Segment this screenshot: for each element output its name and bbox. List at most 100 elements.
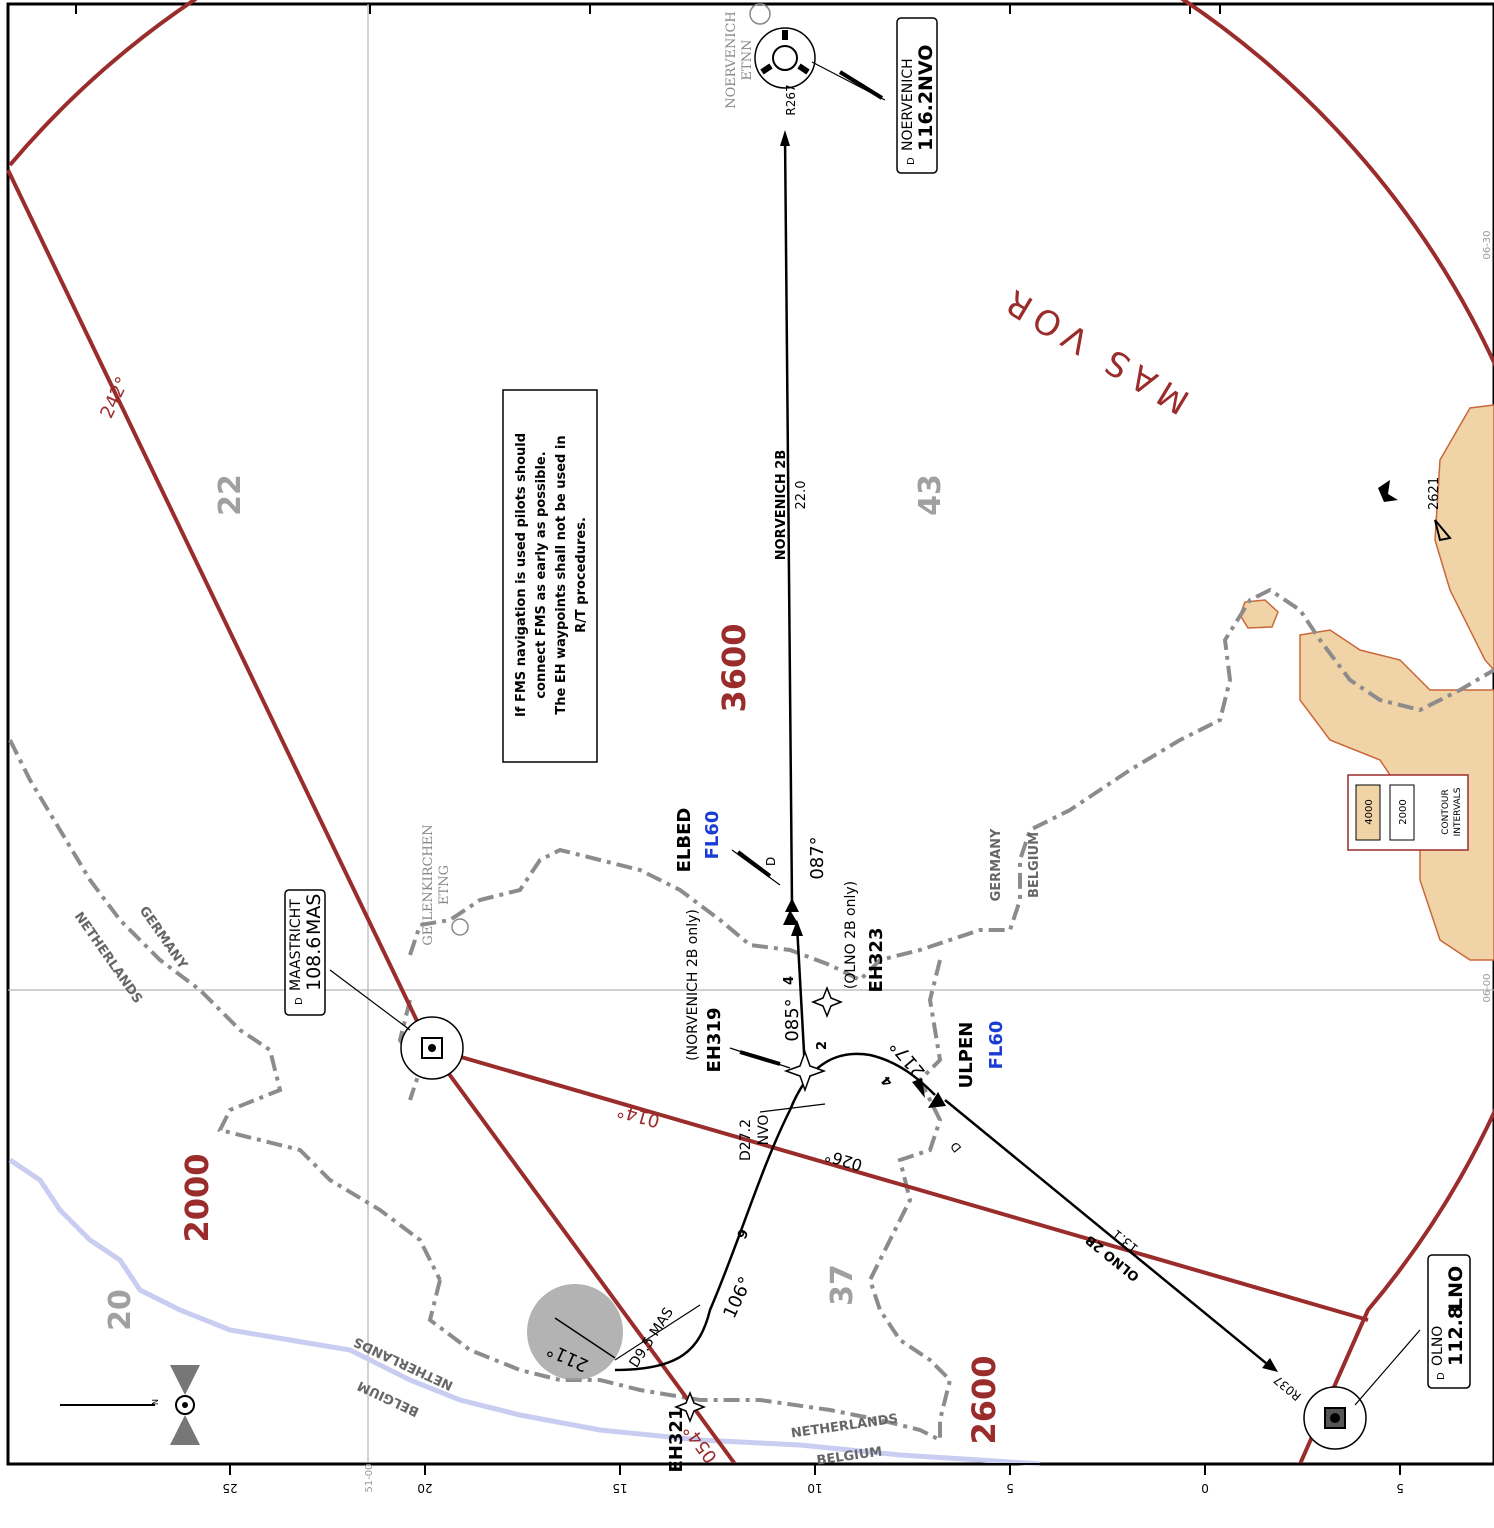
contour-legend [1347,774,1469,851]
geilenkirchen-airfield-icon [451,918,469,936]
min-alt-3600: 3600 [715,623,753,712]
mas-navaid-text: D MAASTRICHT 108.6 MAS [288,894,325,1005]
mas-vor-circle [8,0,1494,1465]
note-line-3: The EH waypoints shall not be used in [554,435,569,714]
nvo-freq: 116.2 [915,91,937,151]
leader-lines [329,61,1421,1406]
track-087: 087° [807,836,828,879]
fix-triangles [785,898,945,1106]
lno-freq: 112.8 [1445,1306,1467,1366]
dme-nvo: NVO [756,1115,772,1146]
noervenich-airfield-icon [749,3,771,25]
dme-d-elbed: D [764,857,778,866]
mas-vor-symbol [400,1016,464,1080]
grid-0630: 06-30 [1482,230,1493,259]
track-217: 217° [886,1035,930,1082]
nvo-navaid-text: D NOERVENICH 116.2 NVO [900,45,937,165]
route-norvenich-distance: 22.0 [794,481,809,510]
mora-22: 22 [213,474,248,516]
spot-elevation-icon [1378,480,1452,542]
nvo-vor-symbol [754,27,816,89]
mas-name: MAASTRICHT [288,899,304,991]
track-085: 085° [782,998,803,1041]
noervenich-name: NOERVENICH [724,11,739,109]
mora-37: 37 [825,1264,860,1306]
geilenkirchen-icao: ETNG [437,865,452,905]
country-borders [8,587,1494,1442]
contour-caption-2: INTERVALS [1453,787,1463,836]
scale-5: 5 [1006,1481,1014,1495]
dme-d-ulpen: D [948,1139,965,1155]
lno-navaid-box [1427,1254,1471,1389]
country-germany-east: GERMANY [989,828,1004,901]
geilenkirchen-name: GEILENKIRCHEN [421,824,436,945]
min-alt-2600: 2600 [965,1355,1003,1444]
waypoint-eh319: EH319 [704,1008,725,1073]
route-norvenich-name: NORVENICH 2B [774,450,789,561]
scale-20: 20 [417,1481,432,1495]
leg-dist-2: 2 [815,1041,830,1050]
track-106: 106° [719,1274,756,1322]
fms-note: If FMS navigation is used pilots should … [514,433,589,717]
noervenich-icao: ETNN [740,40,755,81]
contour-4000: 4000 [1364,799,1375,824]
mas-ident: MAS [303,894,325,935]
chart-frame [6,2,1494,1466]
fms-note-box [502,389,598,763]
radial-014: 014° [615,1099,662,1131]
north-arrow-icon [60,1365,200,1445]
grid-0600: 06-00 [1482,973,1493,1002]
nvo-ident: NVO [915,45,937,91]
min-alt-2000: 2000 [178,1153,216,1242]
spot-elevation: 2621 [1427,477,1442,510]
radial-r267: R267 [784,84,798,115]
dme-fix-bars [614,1103,826,1361]
vor-radials [6,169,1369,1466]
grid-5100: 51-00 [364,1463,375,1492]
scale-15: 15 [612,1481,627,1495]
eh319-note: (NORVENICH 2B only) [685,909,701,1061]
mora-20: 20 [103,1289,138,1331]
waypoint-stars [673,985,844,1424]
river [8,1157,1041,1467]
eh323-note: (OLNO 2B only) [843,881,859,989]
radial-242: 242° [96,374,133,422]
lno-vor-symbol [1303,1386,1367,1450]
waypoint-eh323: EH323 [866,928,887,993]
note-line-4: R/T procedures. [574,517,589,633]
nvo-d-label: D [906,157,917,165]
scale-5b: 5 [1396,1481,1404,1495]
leg-dist-4a: 4 [782,976,797,985]
waypoint-elbed: ELBED [674,808,695,873]
noervenich-airfield-label: NOERVENICH ETNN [724,11,755,109]
leader-wedges [736,70,884,1066]
radial-r037: R037 [1271,1373,1304,1404]
country-netherlands-bottom: NETHERLANDS [790,1412,899,1442]
geilenkirchen-airfield-label: GEILENKIRCHEN ETNG [421,824,452,945]
lno-d-label: D [1436,1372,1447,1380]
ulpen-fl: FL60 [986,1021,1007,1070]
waypoint-eh321: EH321 [666,1408,687,1473]
scale-10: 10 [807,1481,822,1495]
route-lines [554,134,1273,1372]
note-line-2: connect FMS as early as possible. [534,451,549,698]
lno-name: OLNO [1430,1326,1446,1366]
lno-ident: LNO [1445,1266,1467,1310]
leg-dist-4b: 4 [879,1072,896,1089]
lno-navaid-text: D OLNO 112.8 LNO [1430,1266,1467,1380]
note-line-1: If FMS navigation is used pilots should [514,433,529,717]
mas-navaid-box [284,889,326,1016]
north-label: N [151,1399,160,1405]
mas-vor-label: MAS VOR [992,277,1196,422]
nvo-navaid-box [896,17,938,174]
scale-0: 0 [1201,1481,1209,1495]
mas-d-label: D [294,997,305,1005]
mora-43: 43 [913,474,948,516]
elbed-fl: FL60 [702,811,723,860]
country-netherlands-north: NETHERLANDS [71,910,145,1007]
scale-25: 25 [222,1481,237,1495]
lat-long-grid [8,4,1494,1464]
terrain-contours [1239,404,1494,961]
country-belgium-south: BELGIUM [355,1377,421,1419]
